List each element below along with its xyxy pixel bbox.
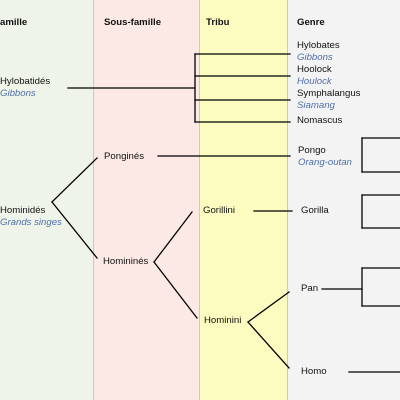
column-separator <box>93 0 94 400</box>
famille-column-band <box>0 0 93 400</box>
genus-hylobates-common: Gibbons <box>297 52 333 63</box>
genus-pongo: Pongo <box>298 145 326 156</box>
tribe-gorillini: Gorillini <box>203 205 235 216</box>
branch-line <box>153 261 198 319</box>
genus-pan: Pan <box>301 283 319 294</box>
tribu-column-band <box>199 0 287 400</box>
sous-famille-column-band <box>93 0 199 400</box>
genus-symphalangus-common: Siamang <box>297 100 335 111</box>
family-hylobatides-common: Gibbons <box>0 88 36 99</box>
column-separator <box>199 0 200 400</box>
header-sous-famille: Sous-famille <box>104 17 162 28</box>
family-hominides: Hominidés <box>0 205 46 216</box>
genre-column-band <box>287 0 400 400</box>
genus-nomascus: Nomascus <box>297 115 343 126</box>
tribe-hominini: Hominini <box>204 315 242 326</box>
branch-line <box>247 291 290 323</box>
branch-line <box>153 211 193 263</box>
branch-line <box>51 201 98 259</box>
genus-homo: Homo <box>301 366 327 377</box>
genus-pongo-common: Orang-outan <box>298 157 352 168</box>
genus-hoolock: Hoolock <box>297 64 332 75</box>
branch-line <box>51 157 98 203</box>
family-hylobatides: Hylobatidés <box>0 76 51 87</box>
column-separator <box>287 0 288 400</box>
subfamily-hominines: Homininés <box>103 256 149 267</box>
header-genre: Genre <box>297 17 325 28</box>
genus-hoolock-common: Houlock <box>297 76 332 87</box>
genus-symphalangus: Symphalangus <box>297 88 361 99</box>
subfamily-pongines: Ponginés <box>104 151 145 162</box>
header-tribu: Tribu <box>206 17 230 28</box>
genus-hylobates: Hylobates <box>297 40 340 51</box>
family-hominides-common: Grands singes <box>0 217 62 228</box>
branch-line <box>247 321 290 369</box>
genus-gorilla: Gorilla <box>301 205 329 216</box>
header-famille: amille <box>0 17 28 28</box>
